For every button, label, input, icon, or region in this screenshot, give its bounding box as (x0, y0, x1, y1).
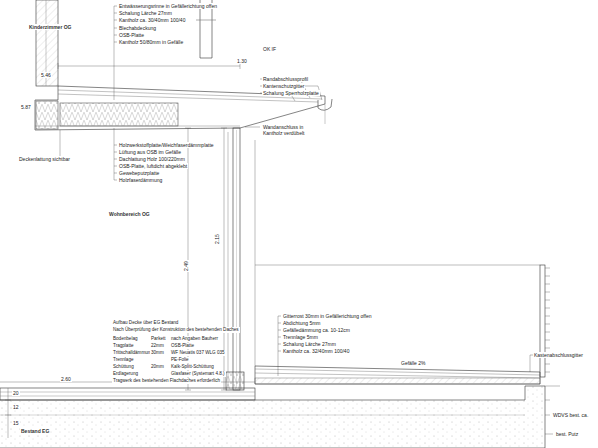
callout-label: Entwässerungsrinne in Gefällerichtung of… (118, 3, 218, 9)
callout-label: Dachlattung Holz 100/220mm (118, 156, 186, 162)
room-name: Wohnbereich OG (108, 211, 151, 217)
callout-label: OSB-Platte, luftdicht abgeklebt (118, 163, 188, 169)
table-cell: Bodenbelag (112, 336, 139, 342)
callout-label: 2.49 (183, 260, 189, 272)
callout-label: 2.15 (214, 233, 220, 245)
table-cell: nach Angaben Bauherr (170, 336, 219, 342)
callout-label: Holzwerkstoffplatte/Weichfaserdämmplatte (118, 142, 215, 148)
table-cell: Trittschalldämmung (112, 350, 154, 356)
callout-label: Trennlage 5mm (282, 334, 319, 340)
railing-tick (545, 284, 550, 285)
callout-label: Schalung Lärche 27mm (118, 10, 173, 16)
railing-tick (545, 316, 550, 317)
callout-label: 5.46 (40, 72, 52, 78)
railing-tick (545, 292, 550, 293)
table-cell: Trennlage (112, 357, 135, 363)
railing-tick (545, 268, 550, 269)
railing-tick (545, 348, 550, 349)
railing-tick (545, 276, 550, 277)
callout-label: Deckenlattung sichtbar (18, 156, 71, 162)
table-cell: Tragplatte (112, 343, 135, 349)
room-name: Kinderzimmer OG (28, 24, 73, 30)
railing-tick (545, 308, 550, 309)
callout-label: Abdichtung 5mm (282, 320, 322, 326)
callout-label: Randabschlussprofil (262, 76, 309, 82)
callout-label: Blechabdeckung (118, 25, 157, 31)
railing-tick (545, 372, 550, 373)
callout-label: Kantholz ca. 30/40mm 100/40 (118, 17, 186, 23)
table-cell: 20mm (150, 364, 165, 370)
table-cell: WF Neuatis 037 WLG 035 (170, 350, 226, 356)
callout-label: Kastenabschlussgitter (533, 352, 584, 358)
railing-tick (545, 364, 550, 365)
callout-label: Kantholz verdübelt (262, 130, 305, 136)
callout-label: OSB-Platte (118, 32, 145, 38)
callout-label: Kantholz ca. 32/40mm 100/40 (282, 348, 350, 354)
railing-tick (545, 340, 550, 341)
callout-label: Gitterrost 30mm in Gefällerichtung offen (282, 313, 373, 319)
table-cell: 22mm (150, 343, 165, 349)
table-cell: Parkett (150, 336, 167, 342)
table-cell: Glasfaser (Systemart 4.8.) (170, 371, 226, 377)
railing-tick (545, 332, 550, 333)
callout-label: 2.60 (60, 376, 72, 382)
lower-structure (0, 265, 560, 448)
callout-label: Gefälledämmung ca. 10-12cm (282, 327, 351, 333)
table-cell: Schüttung (112, 364, 135, 370)
table-cell: Tragwerk des bestehenden Flachdaches erf… (112, 378, 221, 384)
upper-structure (35, 0, 332, 130)
table-cell: Erdlagerung (112, 371, 139, 377)
callout-label: Gewebeputzplatte (118, 170, 160, 176)
callout-label: 12 (12, 404, 20, 410)
callout-label: Gefälle 2% (400, 360, 426, 366)
table-cell: Nach Überprüfung der Konstruktion des be… (112, 327, 240, 333)
callout-label: Kantenschutzgitter (262, 83, 305, 89)
leader-lines (56, 6, 553, 434)
table-cell: OSB-Platte (170, 343, 195, 349)
callout-label: Schalung Lärche 27mm (282, 341, 337, 347)
callout-label: 1.30 (236, 58, 248, 64)
table-cell: 30mm (150, 350, 165, 356)
room-name: Bestand EG (20, 428, 50, 434)
callout-label: Lüftung aus OSB im Gefälle (118, 149, 182, 155)
callout-label: 5.87 (20, 104, 32, 110)
callout-label: 20 (12, 390, 20, 396)
table-cell: PE-Folie (170, 357, 190, 363)
table-cell: Aufbau Decke über EG Bestand (112, 320, 179, 326)
callout-label: Schalung Sperrholzplatte (262, 90, 320, 96)
callout-label: WDVS best. ca. (552, 412, 589, 418)
railing-tick (545, 324, 550, 325)
callout-label: Kantholz 50/80mm in Gefälle (118, 39, 184, 45)
railing-tick (545, 300, 550, 301)
table-cell: Kalk-Splitt-Schüttung (170, 364, 215, 370)
callout-label: OK IF (262, 46, 277, 52)
callout-label: Holzfaserdämmung (118, 177, 163, 183)
callout-label: best. Putz (555, 431, 579, 437)
callout-label: 15 (12, 420, 20, 426)
